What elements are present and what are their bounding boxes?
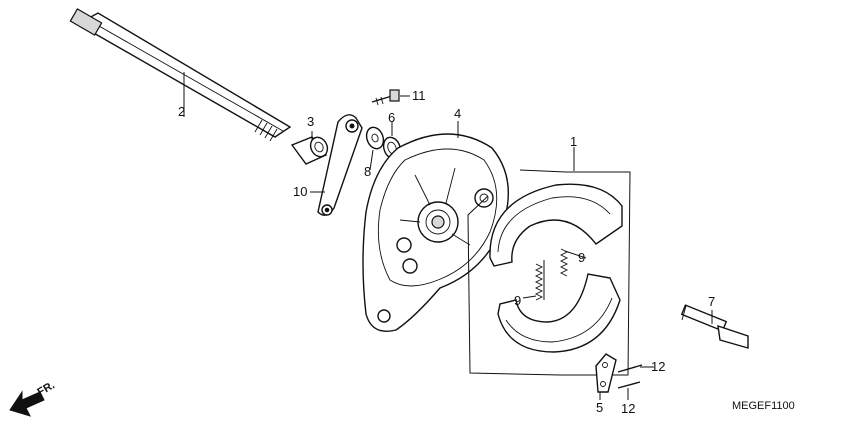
pin-part-lower (617, 381, 641, 389)
front-marker-label: FR. (36, 379, 57, 398)
brake-cam-part (680, 304, 749, 349)
callout-10: 10 (293, 184, 307, 199)
callout-4: 4 (454, 106, 461, 121)
brake-arm-part (317, 114, 363, 216)
callout-8: 8 (364, 164, 371, 179)
washer-part (365, 126, 385, 150)
spring-part-left (534, 263, 544, 301)
callout-12-lower: 12 (621, 401, 635, 416)
callout-9-left: 9 (514, 293, 521, 308)
callout-6: 6 (388, 110, 395, 125)
callout-1: 1 (570, 134, 577, 149)
callout-2: 2 (178, 104, 185, 119)
pin-part-upper (617, 364, 643, 373)
callout-7: 7 (708, 294, 715, 309)
collar-part (290, 136, 329, 165)
axle-part (69, 8, 292, 142)
callout-9-right: 9 (578, 250, 585, 265)
callout-12-upper: 12 (651, 359, 665, 374)
callout-11: 11 (412, 88, 426, 103)
bolt-part (371, 89, 400, 106)
leader-lines (183, 72, 713, 400)
brake-panel-part (362, 133, 510, 332)
brake-shoe-set-part (467, 169, 631, 376)
plate-part (595, 353, 617, 393)
front-direction-arrow-icon (9, 390, 45, 417)
diagram-code: MEGEF1100 (732, 400, 795, 412)
callout-3: 3 (307, 114, 314, 129)
callout-5: 5 (596, 400, 603, 415)
spring-part-right (559, 248, 569, 277)
